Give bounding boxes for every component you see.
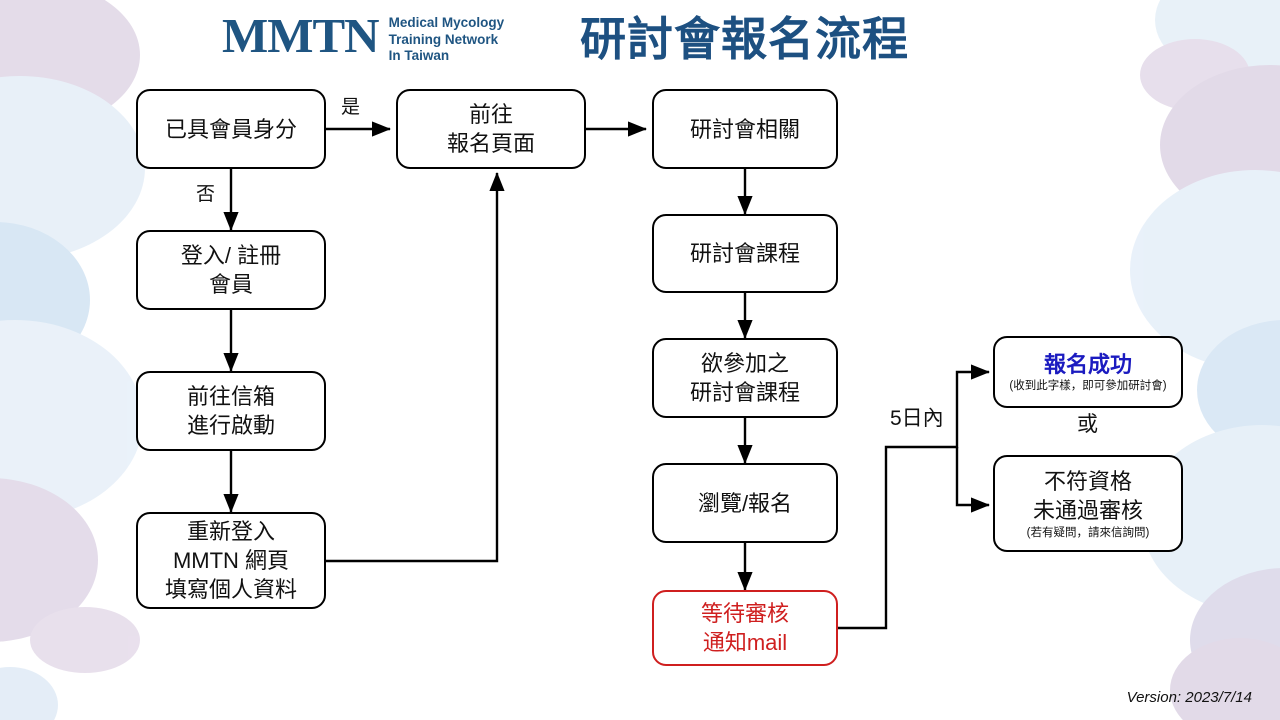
node-seminar-course-line1: 研討會課程 [689, 241, 800, 266]
mmtn-logo-tagline: Medical Mycology Training Network In Tai… [389, 15, 505, 65]
node-desired-course-line1: 欲參加之 [700, 351, 789, 376]
node-login-register-line2: 會員 [208, 272, 253, 297]
node-signup-success[interactable]: 報名成功 (收到此字樣，即可參加研討會) [993, 336, 1183, 408]
edge-relogin-to-signup-page [326, 172, 505, 563]
mmtn-logo: MMTN Medical Mycology Training Network I… [222, 8, 504, 65]
node-login-register-line1: 登入/ 註冊 [180, 243, 282, 268]
node-goto-mailbox-line1: 前往信箱 [186, 384, 275, 409]
mmtn-logo-tagline-line2: Training Network [388, 31, 499, 47]
edge-label-yes: 是 [341, 97, 361, 118]
node-not-qualified-line2: 未通過審核 [1032, 498, 1143, 523]
node-seminar-course[interactable]: 研討會課程 [652, 214, 838, 293]
node-signup-success-title: 報名成功 [1043, 352, 1132, 377]
node-signup-success-sub: (收到此字樣，即可參加研討會) [1009, 380, 1167, 392]
page-title: 研討會報名流程 [580, 13, 909, 65]
node-goto-mailbox-line2: 進行啟動 [186, 413, 275, 438]
node-goto-signup-page-line1: 前往 [468, 102, 513, 127]
node-relogin-fill-profile[interactable]: 重新登入 MMTN 網頁 填寫個人資料 [136, 512, 326, 609]
node-login-register[interactable]: 登入/ 註冊 會員 [136, 230, 326, 310]
mmtn-logo-wordmark: MMTN [222, 8, 380, 63]
node-goto-signup-page-line2: 報名頁面 [446, 131, 535, 156]
node-desired-course-line2: 研討會課程 [689, 380, 800, 405]
node-has-membership-line1: 已具會員身分 [164, 116, 297, 142]
node-not-qualified-line1: 不符資格 [1043, 469, 1132, 494]
node-not-qualified[interactable]: 不符資格 未通過審核 (若有疑問，請來信詢問) [993, 455, 1183, 552]
node-relogin-line2: MMTN 網頁 [172, 548, 290, 573]
mmtn-logo-tagline-line3: In Taiwan [388, 48, 450, 63]
node-goto-mailbox[interactable]: 前往信箱 進行啟動 [136, 371, 326, 451]
node-relogin-line1: 重新登入 [186, 519, 275, 544]
node-await-review-line2: 通知mail [702, 630, 788, 655]
version-note: Version: 2023/7/14 [1126, 689, 1252, 706]
node-seminar-related-line1: 研討會相關 [689, 116, 800, 142]
mmtn-logo-tagline-line1: Medical Mycology [388, 15, 505, 30]
node-desired-course[interactable]: 欲參加之 研討會課程 [652, 338, 838, 418]
edge-label-within-5-days: 5日內 [890, 407, 944, 430]
slide-header: MMTN Medical Mycology Training Network I… [0, 0, 1280, 80]
edge-label-or: 或 [1077, 413, 1098, 436]
node-browse-signup[interactable]: 瀏覽/報名 [652, 463, 838, 543]
node-await-review[interactable]: 等待審核 通知mail [652, 590, 838, 666]
node-browse-signup-line1: 瀏覽/報名 [697, 490, 793, 516]
node-relogin-line3: 填寫個人資料 [164, 577, 297, 602]
edge-await-review-to-success [838, 364, 990, 630]
node-await-review-line1: 等待審核 [700, 601, 789, 626]
edge-await-review-to-not-qualified [955, 447, 990, 513]
node-not-qualified-sub: (若有疑問，請來信詢問) [1026, 527, 1150, 539]
node-seminar-related[interactable]: 研討會相關 [652, 89, 838, 169]
edge-label-no: 否 [196, 184, 216, 205]
node-goto-signup-page[interactable]: 前往 報名頁面 [396, 89, 586, 169]
node-has-membership[interactable]: 已具會員身分 [136, 89, 326, 169]
